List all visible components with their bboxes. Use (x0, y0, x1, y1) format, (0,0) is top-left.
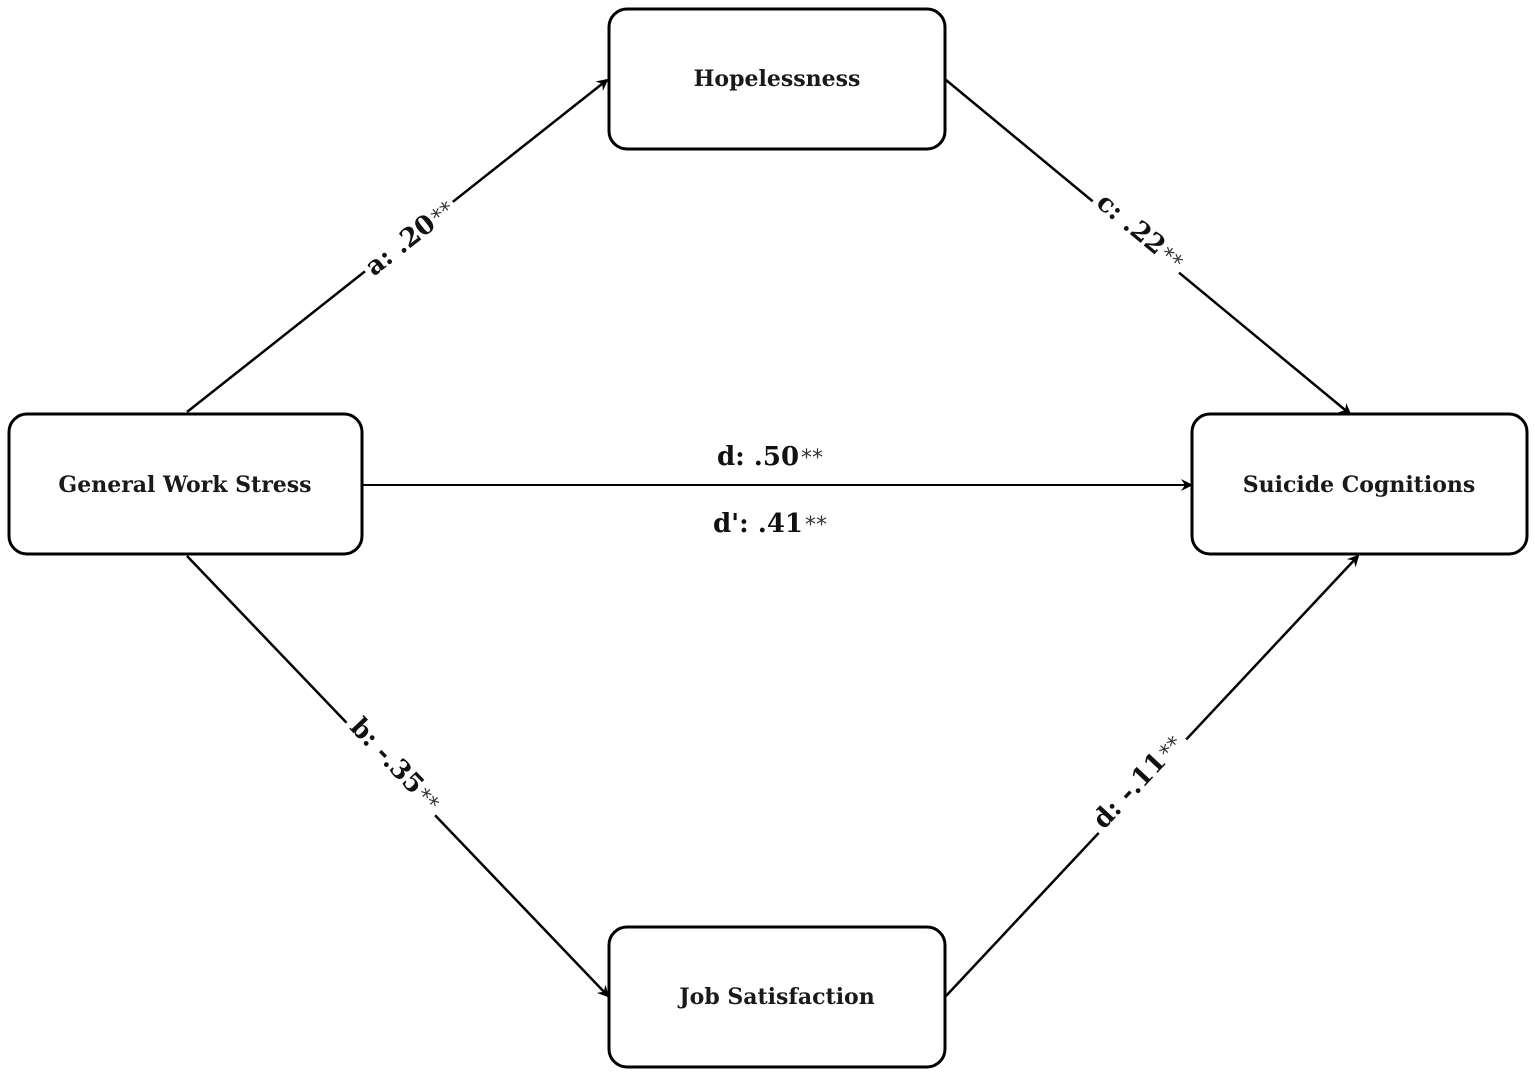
node-general-work-stress: General Work Stress (7, 412, 364, 556)
node-general-work-stress-label: General Work Stress (58, 472, 311, 498)
coef-d-direct-text: d: .50 (717, 442, 799, 472)
node-job-satisfaction-label: Job Satisfaction (677, 984, 874, 1010)
node-job-satisfaction: Job Satisfaction (607, 925, 947, 1069)
coef-a: a: .20** (352, 186, 464, 286)
coef-d-direct-stars: ** (801, 446, 823, 471)
node-suicide-cognitions-label: Suicide Cognitions (1243, 472, 1476, 498)
node-hopelessness: Hopelessness (607, 7, 947, 151)
node-suicide-cognitions: Suicide Cognitions (1190, 412, 1529, 556)
svg-text:d: -.11**: d: -.11** (1087, 729, 1189, 835)
coef-b: b: -.35** (339, 703, 456, 823)
node-hopelessness-label: Hopelessness (694, 66, 861, 92)
coef-d-direct: d: .50** (717, 442, 823, 472)
coef-c: c: .22** (1086, 179, 1198, 281)
coef-d-prime-text: d': .41 (713, 509, 803, 539)
coef-d-prime: d': .41** (713, 509, 827, 539)
coef-d-lower: d: -.11** (1078, 720, 1194, 840)
svg-text:c: .22**: c: .22** (1090, 187, 1189, 276)
coef-d-prime-stars: ** (805, 513, 827, 538)
svg-text:b: -.35**: b: -.35** (344, 712, 446, 817)
